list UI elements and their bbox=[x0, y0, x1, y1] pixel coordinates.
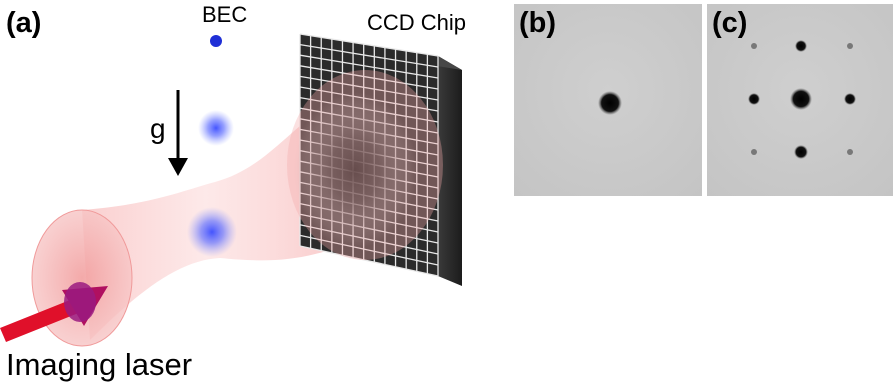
diffraction-peak-center bbox=[790, 88, 812, 110]
diffraction-peak-center bbox=[598, 91, 622, 115]
ccd-grid-line bbox=[299, 75, 439, 101]
ccd-grid-line bbox=[299, 54, 439, 79]
diffraction-peak-bottom-right bbox=[847, 149, 853, 155]
bec-dot bbox=[210, 35, 222, 47]
ccd-label: CCD Chip bbox=[367, 10, 466, 35]
ccd-absorption-shadow bbox=[293, 92, 417, 248]
diffraction-peak-top-left bbox=[751, 43, 757, 49]
laser-label: Imaging laser bbox=[6, 347, 192, 382]
ccd-grid-line bbox=[299, 33, 439, 57]
gravity-label: g bbox=[150, 113, 166, 144]
diffraction-peak-top-right bbox=[847, 43, 853, 49]
bec-label: BEC bbox=[202, 2, 247, 27]
panel-b: (b) bbox=[514, 4, 702, 196]
diffraction-peak-bottom bbox=[794, 145, 808, 159]
panel-a: (a) bbox=[0, 2, 466, 382]
ccd-chip bbox=[287, 33, 462, 286]
ccd-grid-line bbox=[299, 234, 439, 266]
panel-a-label: (a) bbox=[6, 7, 41, 39]
ccd-grid-line bbox=[299, 65, 439, 90]
ccd-grid-line bbox=[299, 245, 439, 277]
diffraction-peak-bottom-left bbox=[751, 149, 757, 155]
down-arrow-icon bbox=[168, 90, 188, 176]
ccd-beam-spot bbox=[287, 70, 443, 260]
panel-b-label: (b) bbox=[519, 7, 556, 39]
right-arrow-icon bbox=[0, 282, 108, 342]
diffraction-peak-top bbox=[795, 40, 807, 52]
bec-cloud-expanded bbox=[187, 207, 237, 257]
panel-c-label: (c) bbox=[712, 7, 747, 39]
beam-entry-face bbox=[31, 209, 133, 347]
bec-cloud-falling bbox=[198, 110, 234, 146]
ccd-side-face bbox=[438, 56, 462, 286]
panel-c: (c) bbox=[707, 4, 893, 196]
ccd-grid-line bbox=[299, 43, 439, 68]
diffraction-peak-right bbox=[844, 93, 856, 105]
diffraction-peak-left bbox=[748, 93, 760, 105]
